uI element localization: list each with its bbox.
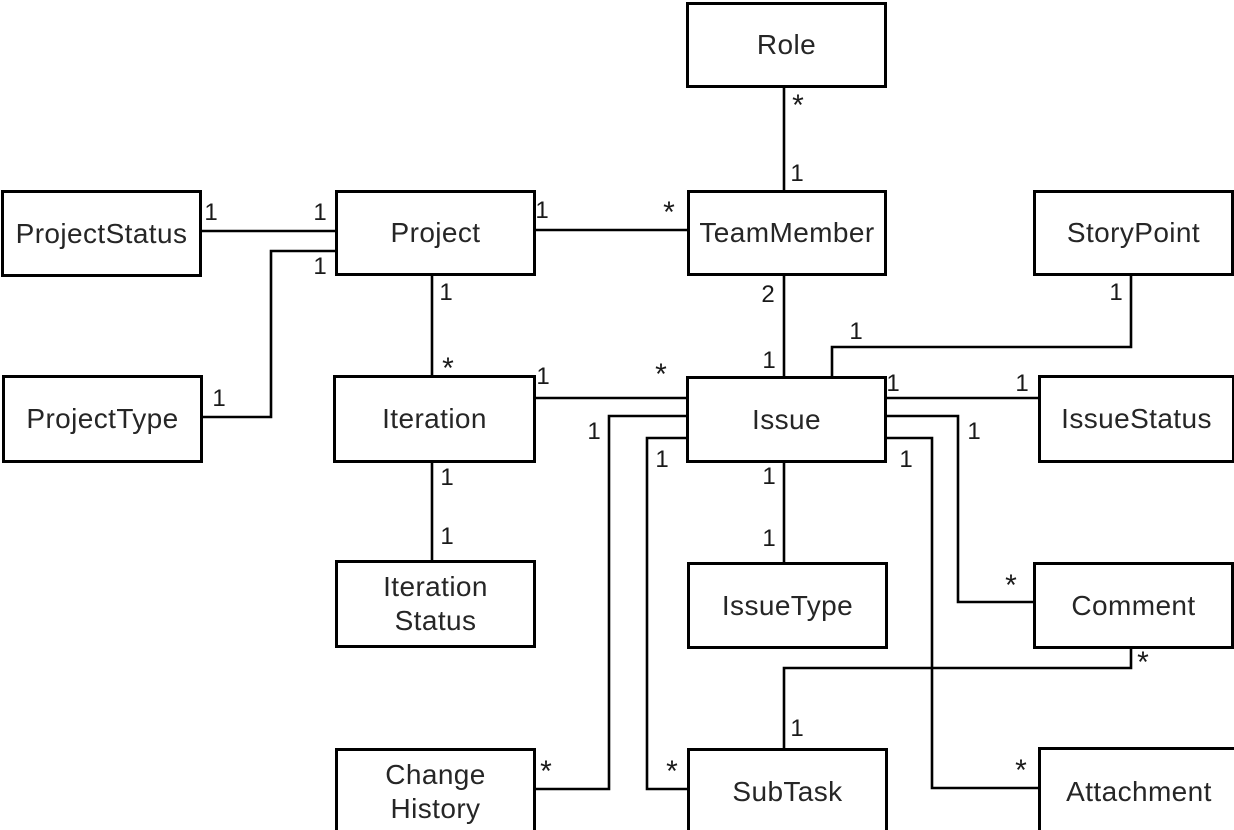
entity-iteration-label: Iteration [382, 403, 487, 435]
entity-issue-status: IssueStatus [1038, 375, 1234, 463]
connector-storypoint-issue [830, 270, 1133, 376]
entity-issue-type-label: IssueType [721, 589, 854, 621]
entity-iteration-status-label: Iteration Status [383, 571, 488, 636]
entity-story-point: StoryPoint [1033, 190, 1234, 276]
mult-issue-issuetype-type-end: 1 [762, 525, 776, 552]
mult-project-iteration-project-end: 1 [439, 279, 453, 306]
mult-iteration-iterationstatus-status-end: 1 [440, 523, 454, 550]
mult-iteration-iterationstatus-iteration-end: 1 [440, 464, 454, 491]
mult-issue-changehistory-history-end: * [540, 755, 552, 788]
mult-comment-subtask-comment-end: * [1137, 646, 1149, 679]
entity-change-history-label: Change History [385, 758, 486, 824]
entity-attachment-label: Attachment [1066, 775, 1212, 807]
mult-project-teammember-project-end: 1 [535, 197, 549, 224]
entity-issue: Issue [686, 376, 887, 463]
mult-issue-comment-issue-end: 1 [967, 418, 981, 445]
mult-role-teammember-role-end: * [792, 89, 804, 122]
mult-issue-changehistory-issue-end: 1 [587, 418, 601, 445]
entity-role: Role [686, 2, 887, 88]
mult-comment-subtask-subtask-end: 1 [790, 715, 804, 742]
entity-project-label: Project [390, 217, 481, 249]
mult-teammember-issue-issue-end: 1 [762, 347, 776, 374]
entity-change-history: Change History [335, 748, 536, 830]
entity-comment-label: Comment [1071, 589, 1196, 621]
connector-issue-changehistory [530, 414, 686, 791]
mult-projecttype-project-type-end: 1 [212, 385, 226, 412]
connector-projecttype-project [196, 249, 335, 419]
mult-role-teammember-teammember-end: 1 [790, 160, 804, 187]
mult-issue-issuetype-issue-end: 1 [762, 463, 776, 490]
entity-project-status-label: ProjectStatus [15, 217, 188, 249]
mult-iteration-issue-iteration-end: 1 [536, 363, 550, 390]
entity-issue-status-label: IssueStatus [1061, 403, 1212, 435]
entity-subtask: SubTask [687, 748, 888, 830]
entity-project-status: ProjectStatus [1, 190, 202, 277]
entity-project-type-label: ProjectType [26, 403, 179, 435]
mult-issue-subtask-subtask-end: * [666, 755, 678, 788]
mult-issue-issuestatus-status-end: 1 [1015, 370, 1029, 397]
entity-issue-type: IssueType [687, 562, 888, 649]
entity-team-member-label: TeamMember [699, 217, 875, 249]
entity-comment: Comment [1033, 562, 1234, 649]
mult-teammember-issue-teammember-end: 2 [761, 281, 775, 308]
entity-iteration: Iteration [333, 375, 536, 463]
connector-issue-subtask [645, 436, 687, 791]
entity-story-point-label: StoryPoint [1066, 217, 1201, 249]
entity-iteration-status: Iteration Status [335, 560, 536, 648]
mult-issue-attachment-attachment-end: * [1015, 754, 1027, 787]
mult-projectstatus-project-status-end: 1 [204, 199, 218, 226]
mult-iteration-issue-issue-end: * [655, 358, 667, 391]
mult-issue-subtask-issue-end: 1 [655, 446, 669, 473]
entity-project: Project [335, 190, 536, 276]
mult-project-iteration-iteration-end: * [442, 352, 454, 385]
mult-issue-issuestatus-issue-end: 1 [886, 370, 900, 397]
mult-issue-attachment-issue-end: 1 [899, 446, 913, 473]
mult-projectstatus-project-project-end: 1 [313, 199, 327, 226]
mult-project-teammember-teammember-end: * [663, 196, 675, 229]
mult-projecttype-project-project-end: 1 [313, 253, 327, 280]
mult-issue-comment-comment-end: * [1005, 569, 1017, 602]
entity-subtask-label: SubTask [732, 775, 843, 807]
connector-comment-subtask [782, 643, 1133, 748]
entity-attachment: Attachment [1038, 747, 1234, 830]
entity-issue-label: Issue [752, 403, 821, 435]
mult-storypoint-issue-issue-end: 1 [849, 318, 863, 345]
entity-role-label: Role [756, 29, 817, 61]
mult-storypoint-issue-storypoint-end: 1 [1109, 279, 1123, 306]
connector-issue-comment [881, 414, 1033, 604]
connector-issue-attachment [881, 436, 1038, 790]
entity-team-member: TeamMember [687, 190, 887, 276]
entity-project-type: ProjectType [2, 375, 203, 463]
